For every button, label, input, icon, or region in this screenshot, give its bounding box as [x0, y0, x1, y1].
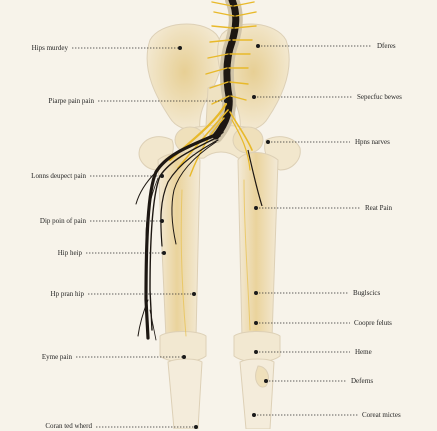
sciatic-nerve [135, 130, 224, 341]
spine [205, 0, 257, 143]
label-right-buglscics: Buglscics [353, 289, 381, 297]
label-left-coran-ted: Coran ted wherd [45, 422, 92, 430]
left-tibia [167, 358, 203, 429]
label-left-dip-poin: Dip poin of pain [39, 217, 86, 225]
label-right-hpns-narves: Hpns narves [355, 138, 390, 146]
label-left-hip-heip: Hip heip [57, 249, 82, 257]
left-knee [159, 331, 207, 363]
label-left-hp-pran-hip: Hp pran hip [50, 290, 84, 298]
label-right-sepecfuc-bewes: Sepecfuc bewes [357, 93, 402, 101]
right-knee [233, 331, 281, 363]
leader-dots [160, 44, 270, 429]
right-leg-nerve [247, 149, 263, 207]
label-right-dferes: Dferes [377, 42, 396, 50]
label-left-lonns-deupect: Lonns deupect pain [31, 172, 86, 180]
left-iliac-wing [146, 23, 223, 131]
label-left-hips-murdey: Hips murdey [31, 44, 68, 52]
label-right-deferns: Deferns [351, 377, 374, 385]
label-right-coopre-feluts: Coopre feluts [354, 319, 392, 327]
label-right-heme: Heme [355, 348, 372, 356]
left-femur-shaft [157, 152, 201, 345]
label-left-eyme-pain: Eyme pain [41, 353, 72, 361]
label-right-coreat-mictes: Coreat mictes [362, 411, 401, 419]
leader-lines [72, 45, 372, 428]
label-left-piarpe-pain: Piarpe pain pain [48, 97, 95, 105]
label-right-reat-pain: Reat Pain [365, 204, 393, 212]
